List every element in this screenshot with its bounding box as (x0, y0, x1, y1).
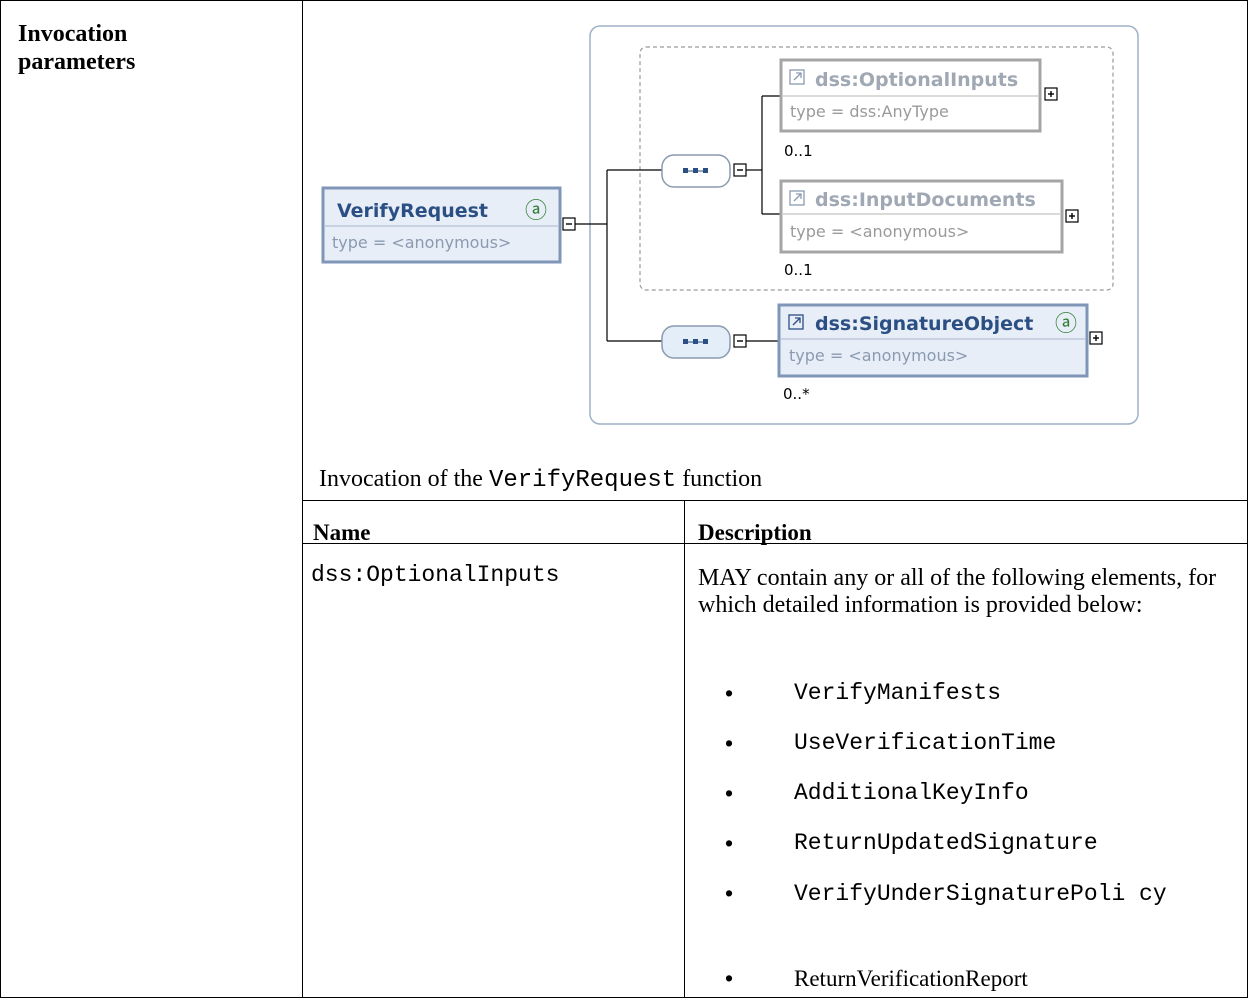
bullet-icon: • (725, 730, 734, 756)
sequence-compositor-optional (661, 154, 731, 188)
collapse-icon (733, 334, 747, 348)
parameter-name: dss:OptionalInputs (311, 562, 560, 588)
input-documents-occurs: 0..1 (784, 261, 813, 279)
caption-suffix: function (676, 466, 763, 492)
caption-code: VerifyRequest (488, 467, 677, 494)
column-divider-left (302, 0, 303, 998)
root-type: type = <anonymous> (332, 233, 511, 252)
root-element-box: VerifyRequest ⓐ type = <anonymous> (321, 186, 562, 264)
optional-inputs-title: dss:OptionalInputs (815, 69, 1018, 91)
optional-group-border (639, 46, 1114, 291)
bullet-icon: • (725, 680, 734, 706)
column-divider-middle (684, 500, 685, 998)
reference-arrow-icon (789, 69, 805, 85)
root-title: VerifyRequest (337, 200, 488, 222)
optional-inputs-occurs: 0..1 (784, 142, 813, 160)
expand-icon (1044, 87, 1058, 101)
input-documents-element: dss:InputDocuments type = <anonymous> (779, 179, 1064, 254)
header-rule (302, 543, 1248, 544)
list-item-text: VerifyManifests (794, 680, 1002, 706)
bullet-icon: • (725, 780, 734, 806)
collapse-icon (562, 217, 576, 231)
section-heading: Invocation parameters (18, 21, 136, 75)
column-header-description: Description (698, 520, 812, 545)
schema-diagram: VerifyRequest ⓐ type = <anonymous> (321, 25, 1139, 425)
collapse-icon (733, 163, 747, 177)
diagram-caption: Invocation of the VerifyRequest function (319, 466, 762, 494)
attribute-icon: ⓐ (1055, 312, 1077, 337)
signature-object-type: type = <anonymous> (789, 346, 968, 365)
sequence-compositor-required (661, 325, 731, 359)
list-item-text: AdditionalKeyInfo (794, 780, 1029, 806)
reference-arrow-icon (789, 190, 805, 206)
signature-object-element: dss:SignatureObject ⓐ type = <anonymous> (777, 303, 1089, 378)
optional-inputs-type: type = dss:AnyType (790, 102, 949, 121)
list-item-text: UseVerificationTime (794, 730, 1057, 756)
bullet-icon: • (725, 880, 734, 906)
reference-arrow-icon (788, 314, 804, 330)
signature-object-title: dss:SignatureObject (815, 313, 1033, 335)
optional-inputs-element: dss:OptionalInputs type = dss:AnyType (779, 58, 1042, 133)
input-documents-type: type = <anonymous> (790, 222, 969, 241)
list-item-text: VerifyUnderSignaturePoli cy (794, 881, 1167, 907)
column-header-name: Name (313, 520, 371, 545)
caption-rule (302, 500, 1248, 501)
input-documents-title: dss:InputDocuments (815, 189, 1036, 211)
expand-icon (1065, 209, 1079, 223)
signature-object-occurs: 0..* (783, 385, 810, 403)
attribute-icon: ⓐ (525, 199, 547, 224)
bullet-icon: • (725, 965, 734, 991)
list-item-text: ReturnVerificationReport (794, 966, 1028, 991)
list-item-text: ReturnUpdatedSignature (794, 830, 1098, 856)
bullet-icon: • (725, 830, 734, 856)
caption-prefix: Invocation of the (319, 466, 489, 492)
parameter-description: MAY contain any or all of the following … (698, 565, 1217, 618)
expand-icon (1089, 331, 1103, 345)
